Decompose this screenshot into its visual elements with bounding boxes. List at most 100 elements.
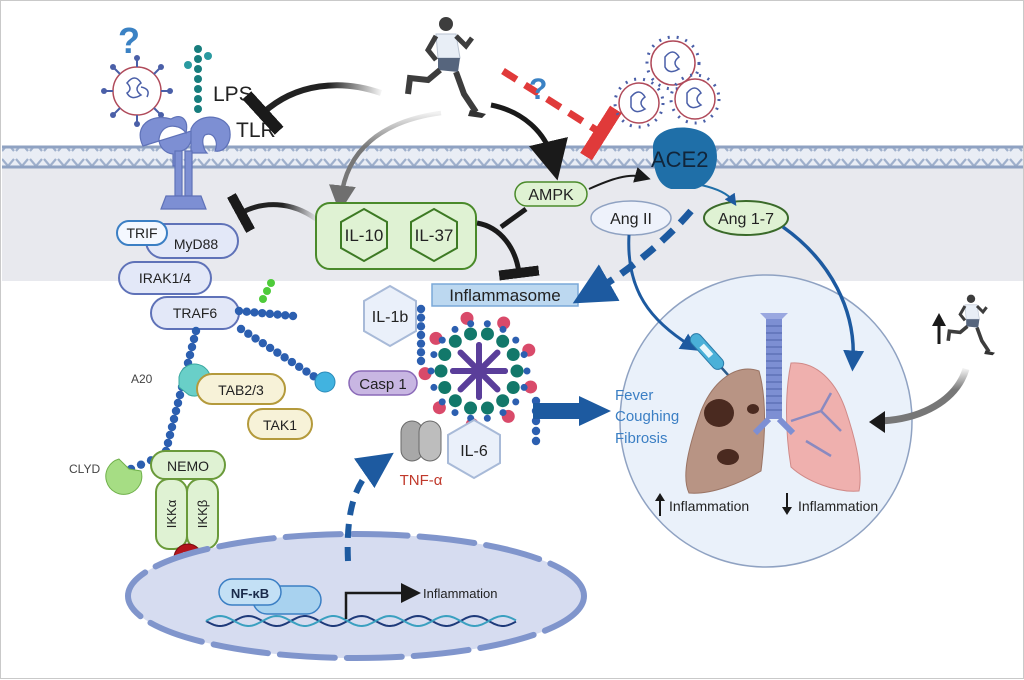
virus-icon xyxy=(101,55,173,127)
ubiquitin-bead xyxy=(531,436,541,446)
cell-membrane xyxy=(2,146,1023,168)
casp1-label: Casp 1 xyxy=(359,376,407,393)
activation-arrow-ampk xyxy=(490,102,568,181)
il1b-label: IL-1b xyxy=(372,309,409,326)
ubiquitin-bead xyxy=(273,348,282,357)
asc-subunit xyxy=(480,327,494,341)
healthy-lung-icon xyxy=(786,362,861,492)
traf6-node: TRAF6 xyxy=(150,296,240,330)
ampk-to-ace2-arrow xyxy=(588,167,651,190)
runner-small-icon xyxy=(946,294,995,356)
ubiquitin-bead xyxy=(244,329,253,338)
ikkb-label: IKKβ xyxy=(195,500,210,528)
traf6-label: TRAF6 xyxy=(173,305,218,321)
ubiquitin-bead xyxy=(416,339,426,348)
asc-subunit xyxy=(464,401,478,415)
ubiquitin-bead xyxy=(191,326,201,336)
asc-subunit xyxy=(496,394,510,408)
ubiquitin-bead xyxy=(234,306,244,316)
inhibition-arrow-tlr xyxy=(242,82,382,135)
symptom-fever: Fever xyxy=(615,387,653,404)
pro-caspase-bead xyxy=(438,336,446,344)
virus-cluster-icon xyxy=(613,35,721,129)
ang-ii-label: Ang II xyxy=(610,211,652,228)
trachea-icon xyxy=(752,313,796,436)
anti-inflammatory-cytokine-box: IL-10 IL-37 xyxy=(315,202,477,270)
nemo-node: NEMO xyxy=(150,450,226,480)
inflammation-down-indicator: Inflammation xyxy=(782,493,878,515)
asc-subunit xyxy=(506,380,520,394)
question-icon: ? xyxy=(118,20,140,61)
inflammasome-complex-icon xyxy=(418,311,538,432)
asc-subunit xyxy=(506,348,520,362)
exercise-to-lung-arrow xyxy=(880,367,970,425)
a20-label: A20 xyxy=(131,372,153,386)
irak-node: IRAK1/4 xyxy=(118,261,212,295)
tab-node: TAB2/3 xyxy=(196,373,286,405)
ubiquitin-bead xyxy=(273,310,282,319)
ubiquitin-bead xyxy=(265,309,275,319)
pro-caspase-bead xyxy=(430,351,438,359)
pro-caspase-bead xyxy=(430,383,438,391)
exercise-to-lung-arrowhead xyxy=(869,411,885,433)
tak1-node: TAK1 xyxy=(247,408,313,440)
caspase-subunit xyxy=(524,380,538,394)
nfkb-node: NF-κB xyxy=(218,578,322,615)
lps-chain-icon xyxy=(184,45,212,113)
inflammation-down-label: Inflammation xyxy=(798,498,878,514)
dna-helix-icon xyxy=(205,614,517,628)
il37-label: IL-37 xyxy=(415,226,454,245)
ubiquitin-bead xyxy=(265,343,275,353)
ubiquitin-bead xyxy=(416,348,426,357)
ang-ii-to-inflammasome-arrow xyxy=(572,208,694,304)
ace2-to-ang17-arrow xyxy=(700,184,737,206)
asc-subunit xyxy=(448,334,462,348)
tnf-alpha-label: TNF-α xyxy=(400,472,443,489)
ampk-node: AMPK xyxy=(514,181,588,207)
tnf-alpha-icon xyxy=(400,420,442,462)
il-inhibit-inflammasome-arrow xyxy=(476,220,540,281)
pro-caspase-bead xyxy=(520,351,528,359)
ubiquitin-bead xyxy=(236,324,246,334)
ubiquitin-bead xyxy=(189,334,199,344)
lps-label: LPS xyxy=(213,83,253,106)
ang-ii-to-lung-arrow xyxy=(627,234,699,351)
inflammation-up-indicator: Inflammation xyxy=(655,493,749,516)
ubiquitin-bead xyxy=(416,356,426,366)
ikkb-node: IKKβ xyxy=(186,478,219,550)
trif-label: TRIF xyxy=(126,225,157,241)
ubiquitin-bead xyxy=(136,460,146,469)
ampk-label: AMPK xyxy=(528,187,574,204)
nucleus-output-label: Inflammation xyxy=(423,586,497,601)
tlr-receptor-icon xyxy=(139,116,231,210)
pro-caspase-bead xyxy=(512,336,520,344)
il1b-node: IL-1b xyxy=(363,284,417,348)
asc-subunit xyxy=(438,348,452,362)
inflammasome-label: Inflammasome xyxy=(449,286,560,305)
il-inhibit-myd88-arrow xyxy=(227,193,318,233)
nlrp3-spoke xyxy=(457,349,501,393)
question-mark-right: ? xyxy=(529,73,547,106)
pro-caspase-bead xyxy=(483,320,491,328)
ubiquitin-green-bead xyxy=(267,279,275,287)
ang-ii-node: Ang II xyxy=(590,200,672,236)
asc-subunit xyxy=(434,364,448,378)
ubiquitin-bead xyxy=(169,414,179,424)
ubiquitin-bead xyxy=(242,307,251,316)
asc-subunit xyxy=(464,327,478,341)
arrow-up-icon xyxy=(932,313,946,326)
ubiquitin-bead xyxy=(251,334,260,343)
ubiquitin-bead xyxy=(280,353,289,362)
ang-1-7-node: Ang 1-7 xyxy=(703,200,789,236)
transcription-arrow xyxy=(344,583,421,619)
ang17-to-lung-arrow xyxy=(781,225,865,372)
inflammasome-to-lung-arrow-shaft xyxy=(533,403,581,419)
trif-node: TRIF xyxy=(116,220,168,246)
ubiquitin-bead xyxy=(294,362,304,372)
clyd-label: CLYD xyxy=(69,462,100,476)
ubiquitin-bead xyxy=(416,313,426,322)
ace2-label: ACE2 xyxy=(651,147,708,172)
pro-caspase-bead xyxy=(467,320,475,328)
nfkb-to-cytokines-arrow xyxy=(344,452,394,562)
